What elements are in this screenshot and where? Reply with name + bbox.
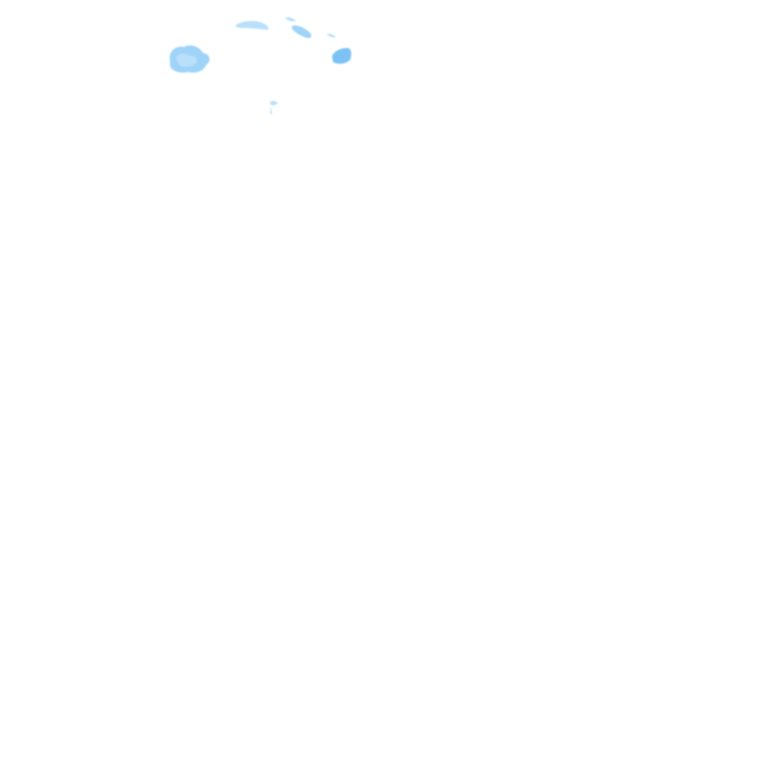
splash-right: [332, 48, 352, 64]
splash-bottom-drip: [270, 100, 278, 114]
splash-top-streak-1: [235, 21, 269, 30]
splash-top-streak-2: [285, 17, 312, 38]
splash-top-dot: [327, 33, 336, 38]
splash-left: [169, 45, 210, 73]
